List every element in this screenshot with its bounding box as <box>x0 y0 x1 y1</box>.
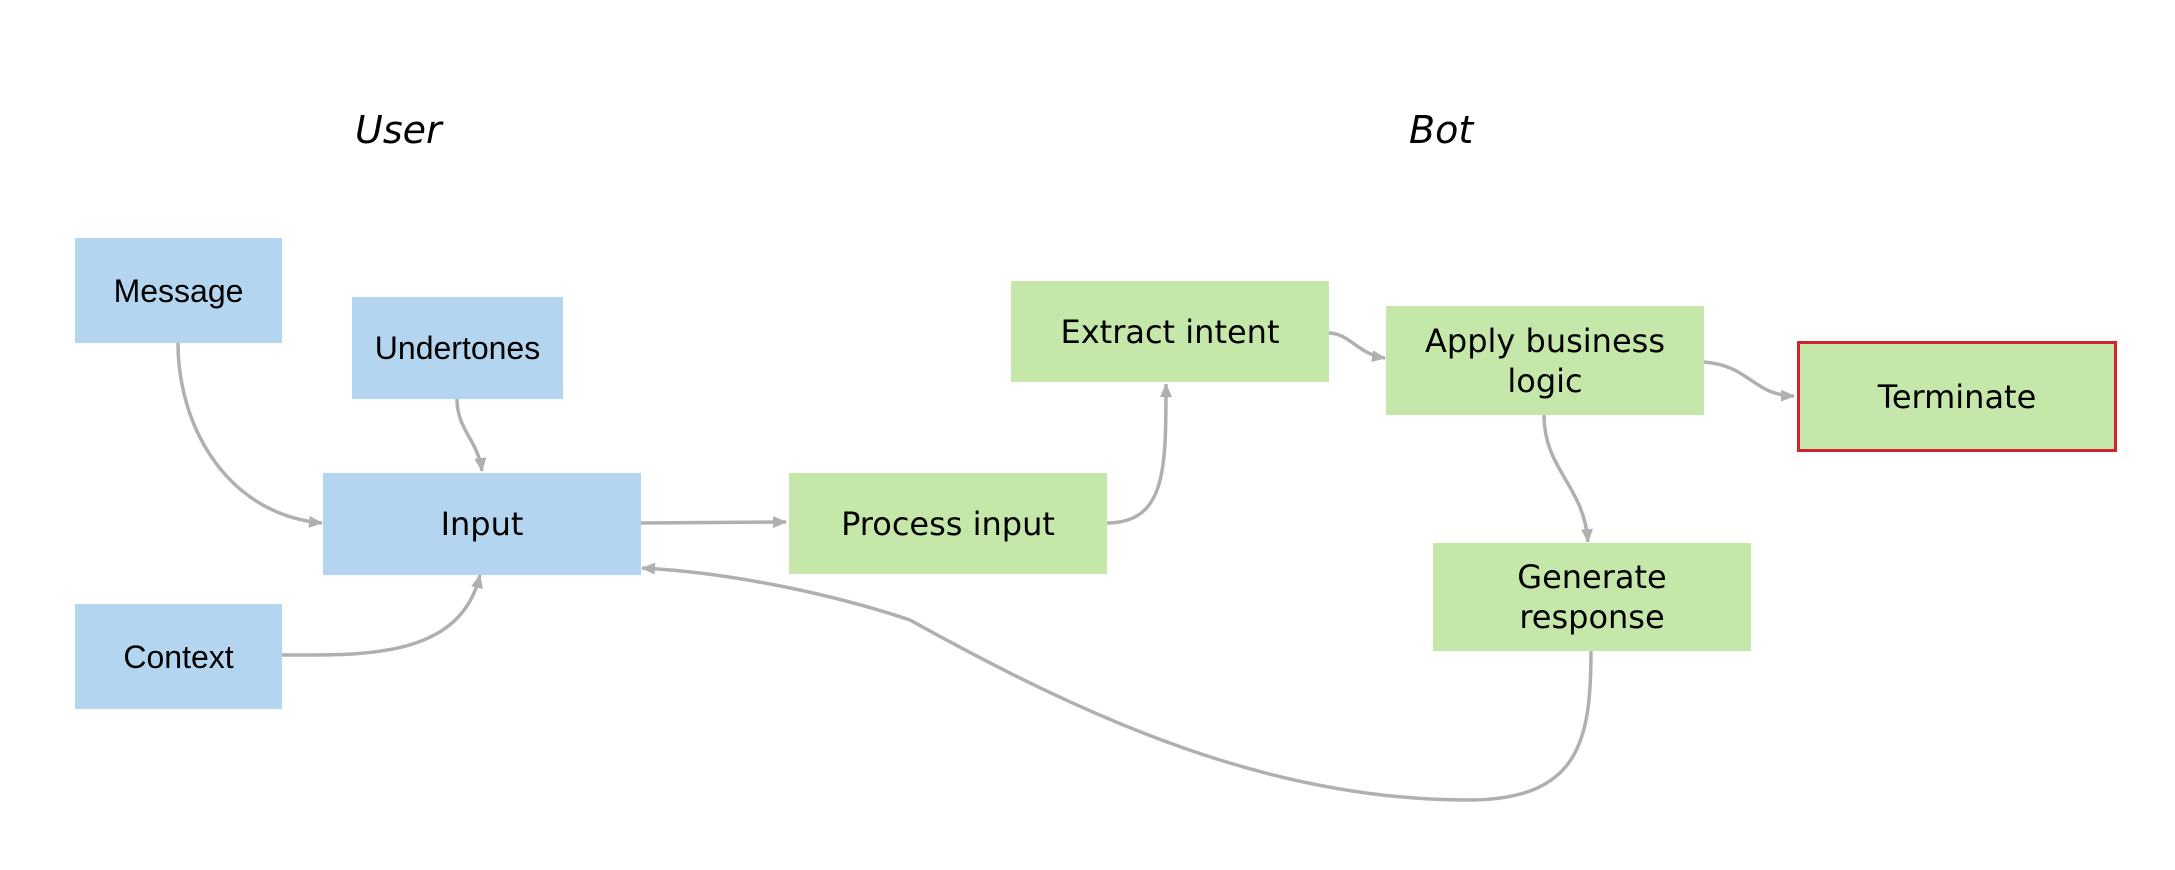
node-apply-business-logic[interactable]: Apply business logic <box>1386 306 1704 415</box>
node-input-label: Input <box>440 505 524 543</box>
node-process-input-label: Process input <box>841 504 1055 543</box>
node-undertones[interactable]: Undertones <box>352 297 563 399</box>
node-extract-intent-label: Extract intent <box>1060 312 1280 351</box>
node-terminate[interactable]: Terminate <box>1797 341 2117 452</box>
edge-extract-intent-to-apply-business-logic <box>1327 331 1386 363</box>
node-message[interactable]: Message <box>75 238 282 343</box>
node-generate-response-label: Generate response <box>1517 558 1667 636</box>
edge-context-to-input <box>279 574 483 657</box>
node-context-label: Context <box>123 638 234 675</box>
node-context[interactable]: Context <box>75 604 282 709</box>
edge-undertones-to-input <box>455 398 487 472</box>
node-process-input[interactable]: Process input <box>789 473 1107 574</box>
node-apply-business-logic-label: Apply business logic <box>1425 321 1665 400</box>
node-terminate-label: Terminate <box>1877 377 2037 416</box>
node-input[interactable]: Input <box>323 473 641 575</box>
node-extract-intent[interactable]: Extract intent <box>1011 281 1329 382</box>
lane-label-bot: Bot <box>1409 108 1474 152</box>
node-undertones-label: Undertones <box>374 330 541 366</box>
edge-apply-business-logic-to-terminate <box>1702 360 1795 402</box>
edge-process-input-to-extract-intent <box>1105 383 1172 525</box>
edge-input-to-process-input <box>639 516 787 529</box>
edge-message-to-input <box>176 342 323 528</box>
lane-label-user: User <box>355 108 442 152</box>
edge-generate-response-to-input <box>641 562 1593 802</box>
node-generate-response[interactable]: Generate response <box>1433 543 1751 651</box>
node-message-label: Message <box>113 272 244 309</box>
edge-apply-business-logic-to-generate-response <box>1542 414 1594 543</box>
